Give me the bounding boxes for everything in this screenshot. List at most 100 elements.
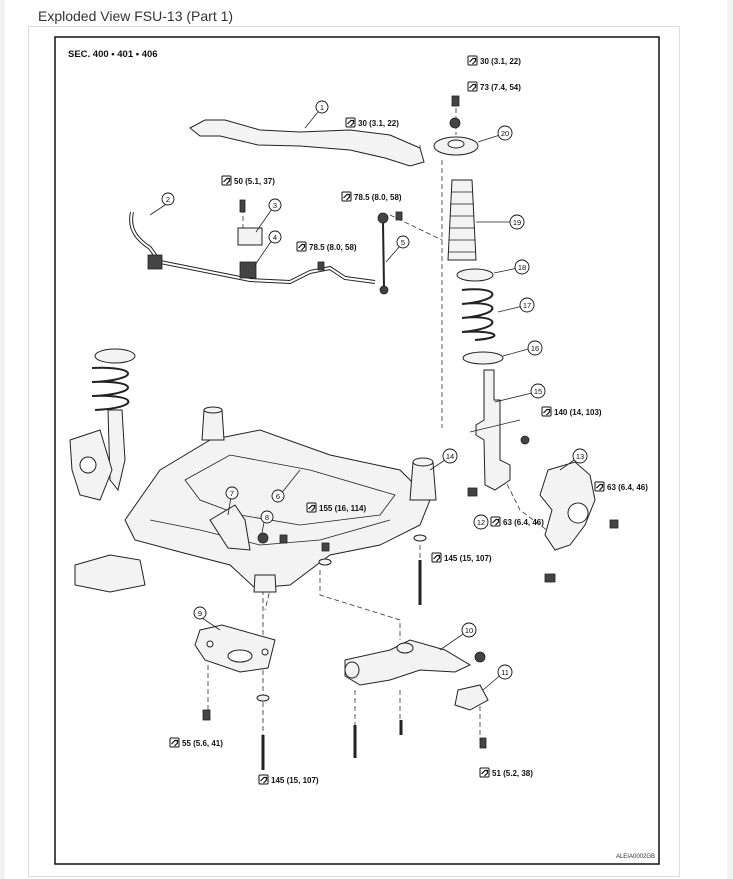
svg-text:20: 20 [501,129,509,138]
callout-8: 8 [260,510,274,524]
page-title: Exploded View FSU-13 (Part 1) [38,8,234,24]
callout-19: 19 [509,214,525,230]
svg-text:1: 1 [320,103,324,112]
callout-6: 6 [271,489,285,503]
torque-label-145-right: 145 (15, 107) [431,552,492,563]
svg-text:78.5 (8.0, 58): 78.5 (8.0, 58) [354,193,402,202]
lower-spring-seat-part [462,351,504,365]
assembled-mount-part [94,348,136,364]
figure-code: ALEIA0002GB [616,854,655,860]
svg-text:14: 14 [446,452,454,461]
callout-10: 10 [461,622,477,638]
strut-washer-part [449,117,461,129]
rod-nut-upper-part [395,211,403,221]
clamp-bolt-part [239,199,246,213]
cross-bar-part [189,119,425,167]
torque-wrench-icon [221,175,232,186]
svg-text:17: 17 [523,301,531,310]
torque-label-78-upper: 78.5 (8.0, 58) [341,191,402,202]
svg-text:5: 5 [401,238,405,247]
plate-bolt-part [202,709,211,721]
callout-5: 5 [396,235,410,249]
assembled-strut-part [107,409,126,492]
torque-label-63-left: 63 (6.4, 46) [490,516,544,527]
connecting-rod-part [382,221,385,289]
svg-text:140 (14, 103): 140 (14, 103) [554,408,602,417]
svg-text:18: 18 [518,263,526,272]
torque-label-63-right: 63 (6.4, 46) [594,481,648,492]
part-number-callouts: 1 2 3 4 5 6 7 8 9 10 11 12 13 14 15 16 1… [161,100,588,680]
steering-knuckle-part [539,461,596,551]
callout-14: 14 [442,448,458,464]
svg-text:50 (5.1, 37): 50 (5.1, 37) [234,177,275,186]
knuckle-nut-part [609,519,619,529]
rear-bushing-part [253,574,277,593]
front-suspension-member-part [124,429,431,589]
tension-rod-bracket-part [74,554,146,593]
knuckle-bolt-part [544,573,556,583]
torque-label-145-bottom: 145 (15, 107) [258,774,319,785]
callout-9: 9 [193,606,207,620]
callout-11: 11 [497,664,513,680]
rod-nut-lower-part [317,261,325,271]
svg-text:63 (6.4, 46): 63 (6.4, 46) [503,518,544,527]
stabilizer-bushing-part [239,261,257,279]
torque-label-78-lower: 78.5 (8.0, 58) [296,241,357,252]
torque-wrench-icon [431,552,442,563]
torque-label-55: 55 (5.6, 41) [169,737,223,748]
member-bolt-part [257,532,269,544]
callout-18: 18 [514,259,530,275]
svg-text:16: 16 [531,344,539,353]
torque-label-50: 50 (5.1, 37) [221,175,275,186]
torque-wrench-icon [467,55,478,66]
callout-13: 13 [572,448,588,464]
diagram-border [54,36,660,865]
svg-text:145 (15, 107): 145 (15, 107) [271,776,319,785]
svg-text:19: 19 [513,218,521,227]
subframe-bushing-left-part [201,409,225,441]
svg-text:55 (5.6, 41): 55 (5.6, 41) [182,739,223,748]
callout-20: 20 [497,125,513,141]
assembled-spring-part [91,366,130,411]
svg-text:8: 8 [265,513,269,522]
svg-text:12: 12 [477,518,485,527]
torque-wrench-icon [306,502,317,513]
svg-text:51 (5.2, 38): 51 (5.2, 38) [492,769,533,778]
svg-text:30 (3.1, 22): 30 (3.1, 22) [358,119,399,128]
member-stay-part [409,461,437,501]
torque-wrench-icon [169,737,180,748]
torque-wrench-icon [345,117,356,128]
callout-3: 3 [268,198,282,212]
svg-text:155 (16, 114): 155 (16, 114) [319,504,366,513]
strut-assembly-part [475,369,511,491]
svg-text:78.5 (8.0, 58): 78.5 (8.0, 58) [309,243,357,252]
svg-text:4: 4 [273,233,277,242]
svg-text:7: 7 [230,489,234,498]
svg-text:3: 3 [273,201,277,210]
bushing-left-part [147,254,163,270]
svg-text:15: 15 [534,387,542,396]
torque-label-140: 140 (14, 103) [541,406,602,417]
torque-wrench-icon [541,406,552,417]
svg-text:145 (15, 107): 145 (15, 107) [444,554,492,563]
strut-nut-top-part [451,95,460,107]
torque-wrench-icon [296,241,307,252]
upper-spring-seat-part [456,268,494,282]
stabilizer-clamp-part [237,227,263,246]
torque-label-30-bar: 30 (3.1, 22) [345,117,399,128]
torque-wrench-icon [594,481,605,492]
callout-7: 7 [225,486,239,500]
torque-specs: 30 (3.1, 22) 73 (7.4, 54) 30 (3.1, 22) 5… [169,55,648,785]
svg-text:10: 10 [465,626,473,635]
callout-12: 12 [473,514,489,530]
member-washer-part [413,534,427,542]
right-scrollbar-strip[interactable] [727,0,733,879]
callout-16: 16 [527,340,543,356]
svg-text:63 (6.4, 46): 63 (6.4, 46) [607,483,648,492]
ball-joint-part [454,684,489,711]
reinforcement-plate-part [194,624,276,673]
member-bracket-part [209,504,251,551]
torque-label-51: 51 (5.2, 38) [479,767,533,778]
callout-leaders [149,111,578,691]
